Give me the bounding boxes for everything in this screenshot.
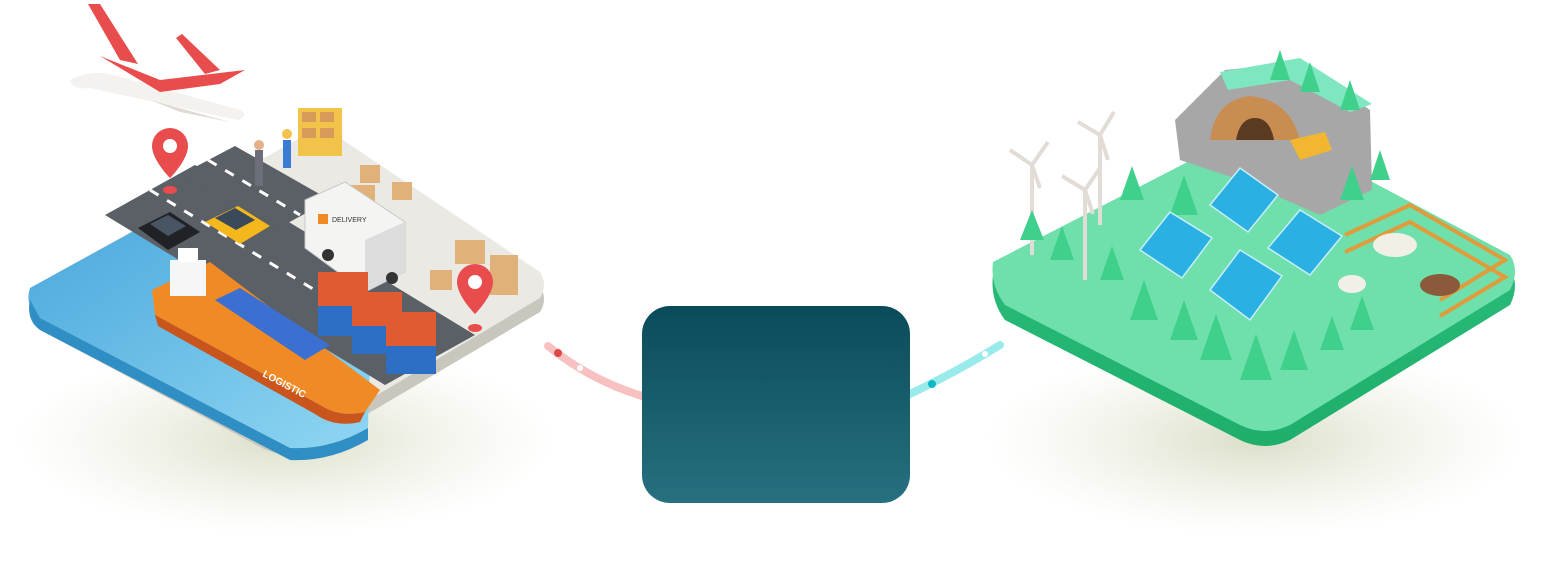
fence-icon: [1344, 202, 1509, 318]
water-edge: [29, 300, 368, 461]
solar-panel-icon: [1138, 166, 1344, 322]
road-branch: [180, 146, 330, 230]
mine-cart-icon: [1290, 132, 1332, 160]
logistics-island: DELIVERY LOGISTIC: [15, 4, 555, 535]
truck-label: DELIVERY: [332, 217, 367, 224]
taxi-icon: [205, 206, 270, 244]
pine-tree-icon: [1020, 50, 1390, 380]
renewable-island: [985, 50, 1525, 535]
cargo-ship-icon: LOGISTIC: [152, 248, 380, 424]
wind-turbine-icon: [1008, 110, 1116, 280]
cow-icon: [1338, 233, 1460, 296]
hub-card: [642, 306, 910, 503]
location-pin-icon: [457, 264, 493, 332]
road-markings: [149, 158, 431, 362]
worker-figures: [254, 129, 292, 186]
left-connector: [544, 342, 646, 400]
container-icon: [318, 272, 436, 374]
right-connector: [906, 341, 1004, 398]
car-icon: [138, 212, 200, 250]
warehouse-shelf-icon: [298, 108, 342, 156]
airplane-icon: [70, 4, 245, 122]
delivery-truck-icon: DELIVERY: [304, 181, 406, 293]
location-pin-icon: [152, 128, 188, 194]
mine-icon: [1175, 58, 1372, 215]
